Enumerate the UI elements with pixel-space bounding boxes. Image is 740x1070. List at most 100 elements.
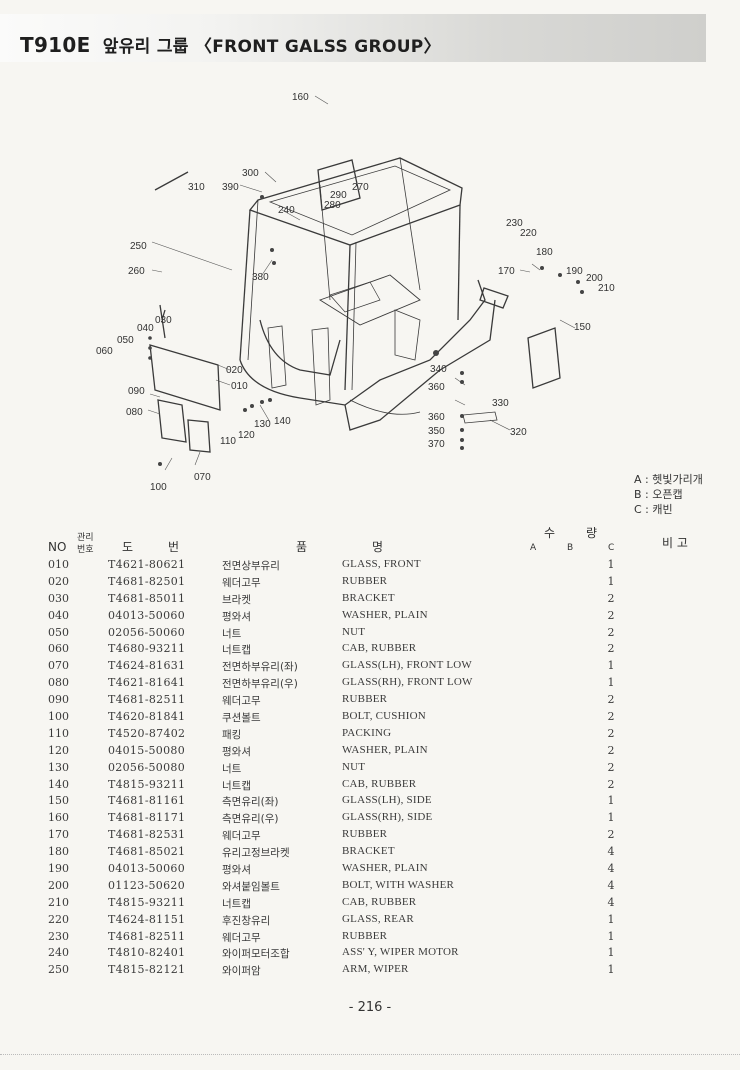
part-name-korean: 웨더고무: [222, 931, 261, 944]
quantity-c: 1: [607, 912, 615, 926]
part-name-english: WASHER, PLAIN: [342, 608, 428, 621]
header-no: NO: [48, 540, 67, 554]
callout-280: 280: [324, 200, 341, 211]
header-name-1: 품: [296, 540, 308, 554]
part-name-english: ASS' Y, WIPER MOTOR: [342, 946, 459, 959]
model-code: T910E: [20, 33, 91, 57]
callout-160: 160: [292, 92, 309, 103]
quantity-c: 2: [607, 710, 615, 724]
callout-040: 040: [137, 323, 154, 334]
header-drawing-1: 도: [122, 540, 134, 554]
part-name-korean: 웨더고무: [222, 830, 261, 843]
callout-150: 150: [574, 322, 591, 333]
row-number: 120: [48, 743, 69, 757]
quantity-c: 1: [607, 946, 615, 960]
row-number: 010: [48, 558, 69, 571]
part-number: T4681-85011: [108, 591, 186, 605]
part-name-english: RUBBER: [342, 929, 388, 942]
part-name-english: WASHER, PLAIN: [342, 862, 428, 875]
row-number: 180: [48, 845, 69, 859]
quantity-c: 2: [607, 760, 615, 774]
quantity-c: 2: [607, 642, 615, 656]
page-title: T910E 앞유리 그룹 〈FRONT GALSS GROUP〉: [20, 32, 441, 57]
row-number: 060: [48, 642, 69, 656]
header-drawing-2: 번: [168, 540, 180, 554]
callout-240: 240: [278, 205, 295, 216]
exploded-parts-diagram: 160 310 390 300 290 270 280 240 230 220 …: [0, 60, 740, 500]
part-name-english: RUBBER: [342, 693, 388, 706]
part-number: T4815-93211: [108, 895, 186, 909]
callout-180: 180: [536, 247, 553, 258]
part-number: T4681-81161: [108, 794, 186, 808]
legend: A : 헷빛가리개 B : 오픈캡 C : 캐빈: [634, 472, 703, 517]
part-name-english: BOLT, CUSHION: [342, 710, 426, 723]
part-name-english: NUT: [342, 760, 366, 773]
part-name-korean: 측면유리(우): [222, 813, 279, 826]
quantity-c: 1: [607, 574, 615, 588]
quantity-c: 1: [607, 929, 615, 943]
part-name-english: CAB, RUBBER: [342, 777, 417, 790]
callout-200: 200: [586, 273, 603, 284]
header-name-2: 명: [372, 540, 384, 554]
row-number: 200: [48, 878, 69, 892]
part-name-english: RUBBER: [342, 828, 388, 841]
row-number: 080: [48, 676, 69, 690]
callout-310: 310: [188, 182, 205, 193]
part-name-korean: 너트캡: [222, 644, 251, 657]
quantity-c: 1: [607, 659, 615, 673]
row-number: 020: [48, 574, 69, 588]
part-name-korean: 와이퍼암: [222, 965, 261, 978]
part-number: T4621-81641: [108, 676, 186, 690]
part-name-korean: 평와셔: [222, 864, 251, 877]
part-number: T4680-93211: [108, 642, 186, 656]
quantity-c: 2: [607, 591, 615, 605]
part-number: 02056-50060: [108, 625, 186, 639]
callout-360-bottom: 360: [428, 412, 445, 423]
part-name-english: GLASS(LH), SIDE: [342, 794, 432, 807]
quantity-c: 2: [607, 743, 615, 757]
header-remarks: 비 고: [662, 536, 688, 550]
part-name-english: GLASS(LH), FRONT LOW: [342, 659, 472, 672]
part-name-english: GLASS, FRONT: [342, 558, 421, 570]
header-mgmt-bottom: 번호: [77, 545, 94, 555]
callout-230: 230: [506, 218, 523, 229]
callout-170: 170: [498, 266, 515, 277]
callout-300: 300: [242, 168, 259, 179]
part-number: 04013-50060: [108, 862, 186, 876]
callout-120: 120: [238, 430, 255, 441]
part-number: T4681-82511: [108, 929, 186, 943]
part-number: 04015-50080: [108, 743, 186, 757]
row-number: 230: [48, 929, 69, 943]
header-qty-2: 량: [586, 526, 598, 540]
title-banner: [0, 14, 706, 62]
part-name-korean: 웨더고무: [222, 576, 261, 589]
row-number: 050: [48, 625, 69, 639]
callout-330: 330: [492, 398, 509, 409]
part-number: T4810-82401: [108, 946, 186, 960]
header-qty-1: 수: [544, 526, 556, 540]
header-mgmt-top: 관리: [77, 533, 94, 543]
row-number: 210: [48, 895, 69, 909]
quantity-c: 1: [607, 963, 615, 977]
part-name-english: GLASS(RH), FRONT LOW: [342, 676, 473, 689]
part-name-korean: 평와셔: [222, 745, 251, 758]
callout-100: 100: [150, 482, 167, 493]
row-number: 220: [48, 912, 69, 926]
part-name-english: GLASS(RH), SIDE: [342, 811, 433, 824]
part-name-korean: 쿠션볼트: [222, 712, 261, 725]
row-number: 160: [48, 811, 69, 825]
quantity-c: 2: [607, 777, 615, 791]
part-name-korean: 브라켓: [222, 593, 251, 606]
